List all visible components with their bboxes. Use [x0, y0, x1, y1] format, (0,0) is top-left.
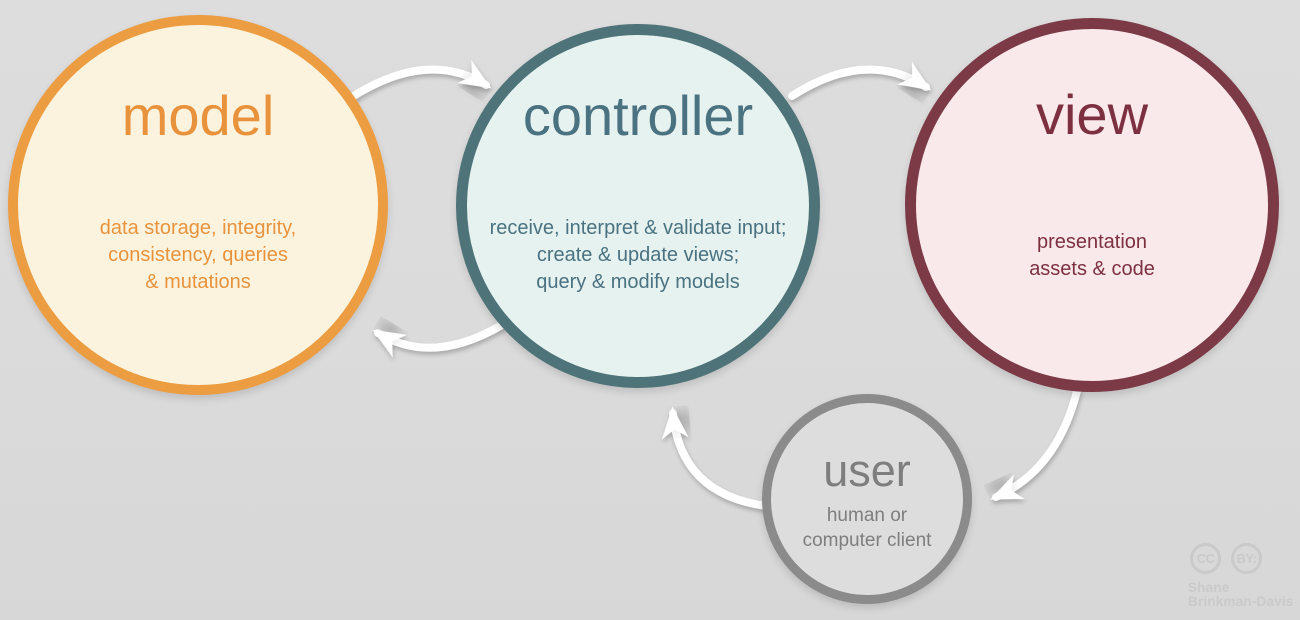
arrow-controller-to-view [788, 61, 932, 100]
view-description: presentation assets & code [1029, 231, 1155, 280]
node-model: model data storage, integrity, consisten… [8, 15, 388, 395]
arrow-view-to-user [990, 387, 1081, 501]
view-title: view [1035, 83, 1149, 146]
model-title: model [121, 84, 275, 147]
user-description: human or computer client [802, 505, 932, 551]
controller-title: controller [522, 84, 754, 147]
cc-by-icon: BY: [1231, 543, 1262, 574]
cc-license-badges: CC BY: [1190, 543, 1300, 574]
controller-description: receive, interpret & validate input; cre… [489, 217, 787, 293]
attribution: CC BY: Shane Brinkman-Davis [1188, 543, 1300, 609]
node-view: view presentation assets & code [905, 18, 1279, 392]
cc-icon: CC [1190, 543, 1221, 574]
user-title: user [823, 445, 911, 496]
node-controller: controller receive, interpret & validate… [456, 24, 820, 388]
author-name: Shane Brinkman-Davis [1188, 580, 1294, 609]
arrow-controller-to-model [372, 321, 506, 358]
arrow-user-to-controller [661, 406, 770, 510]
model-description: data storage, integrity, consistency, qu… [99, 217, 297, 293]
node-user: user human or computer client [762, 394, 972, 604]
